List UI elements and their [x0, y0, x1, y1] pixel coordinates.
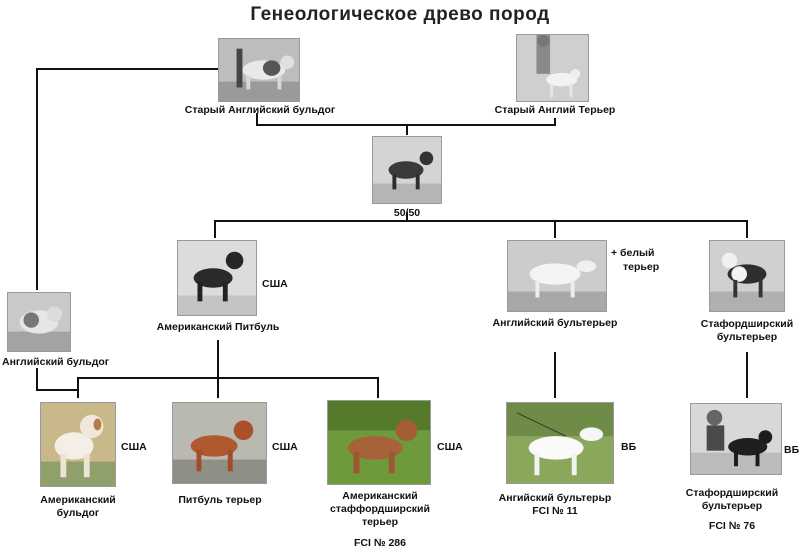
label-staffordshire-bull-terrier-line1: Стафордширский [700, 318, 794, 330]
label-english-bull-terrier: Английский бультерьер [492, 317, 618, 329]
dog-photo-icon [517, 35, 588, 101]
dog-photo-icon [373, 137, 441, 203]
photo-english-bull-terrier-fci [506, 402, 614, 484]
photo-american-pitbull [177, 240, 257, 316]
dog-photo-icon [508, 241, 606, 311]
label-old-english-bulldog: Старый Английский бульдог [184, 104, 336, 116]
note-staffordshire-bull-terrier-fci: ВБ [784, 444, 800, 456]
photo-english-bull-terrier [507, 240, 607, 312]
photo-pitbull-terrier [172, 402, 267, 484]
page-title: Генеологическое древо пород [250, 4, 550, 25]
line-main-bracket [214, 220, 748, 238]
label-american-pitbull: Американский Питбуль [156, 321, 280, 333]
label-american-bulldog-line2: бульдог [56, 507, 100, 519]
note-american-staffordshire-terrier: США [437, 441, 463, 453]
label-amstaff-line2: стаффордширский [330, 503, 430, 515]
dog-photo-icon [41, 403, 115, 486]
dog-photo-icon [178, 241, 256, 315]
label-amstaff-line3: терьер [361, 516, 399, 528]
dog-photo-icon [219, 39, 299, 101]
line-english-bulldog-down [36, 368, 78, 391]
label-american-bulldog-line1: Американский [40, 494, 116, 506]
dog-photo-icon [507, 403, 613, 483]
note-pitbull-terrier: США [272, 441, 298, 453]
photo-old-english-terrier [516, 34, 589, 102]
dog-photo-icon [691, 404, 781, 474]
label-amstaff-line1: Американский [342, 490, 418, 502]
label-old-english-terrier: Старый Англий Терьер [494, 104, 616, 116]
label-cross-breed: 50/50 [393, 207, 421, 219]
dog-photo-icon [173, 403, 266, 483]
label-staffordshire-bull-terrier-fci: Стафордширский бультерьер FCI № 76 [662, 487, 800, 533]
label-english-bull-terrier-fci: Ангийский бультерьр FCI № 11 [480, 492, 630, 518]
photo-old-english-bulldog [218, 38, 300, 102]
label-english-bulldog: Английский бульдог [2, 356, 110, 368]
label-english-bull-terrier-fci-number: FCI № 11 [532, 505, 578, 517]
label-staff-fci-number: FCI № 76 [708, 520, 756, 532]
note-english-bull-terrier-fci: ВБ [621, 441, 637, 453]
label-staff-fci-line1: Стафордширский [685, 487, 779, 499]
label-american-bulldog: Американский бульдог [18, 494, 138, 520]
photo-cross-breed [372, 136, 442, 204]
note-american-pitbull: США [262, 278, 288, 290]
note-white-terrier-line2: терьер [623, 261, 660, 273]
note-white-terrier-line1: + белый [611, 247, 655, 259]
label-amstaff-fci: FCI № 286 [354, 537, 406, 549]
photo-staffordshire-bull-terrier-fci [690, 403, 782, 475]
label-staff-fci-line2: бультерьер [701, 500, 763, 512]
photo-english-bulldog [7, 292, 71, 352]
label-staffordshire-bull-terrier: Стафордширский бультерьер [672, 318, 800, 344]
dog-photo-icon [328, 401, 430, 484]
photo-american-bulldog [40, 402, 116, 487]
label-staffordshire-bull-terrier-line2: бультерьер [716, 331, 778, 343]
label-pitbull-terrier: Питбуль терьер [178, 494, 262, 506]
dog-photo-icon [710, 241, 784, 311]
line-old-bulldog-to-english-bulldog [36, 68, 219, 290]
photo-american-staffordshire-terrier [327, 400, 431, 485]
note-american-bulldog: США [121, 441, 147, 453]
line-lower-bracket [77, 377, 379, 398]
photo-staffordshire-bull-terrier [709, 240, 785, 312]
label-english-bull-terrier-fci-name: Ангийский бультерьр [498, 492, 612, 504]
dog-photo-icon [8, 293, 70, 351]
label-american-staffordshire-terrier: Американский стаффордширский терьер FCI … [310, 490, 450, 550]
note-white-terrier: + белый терьер [611, 246, 659, 274]
